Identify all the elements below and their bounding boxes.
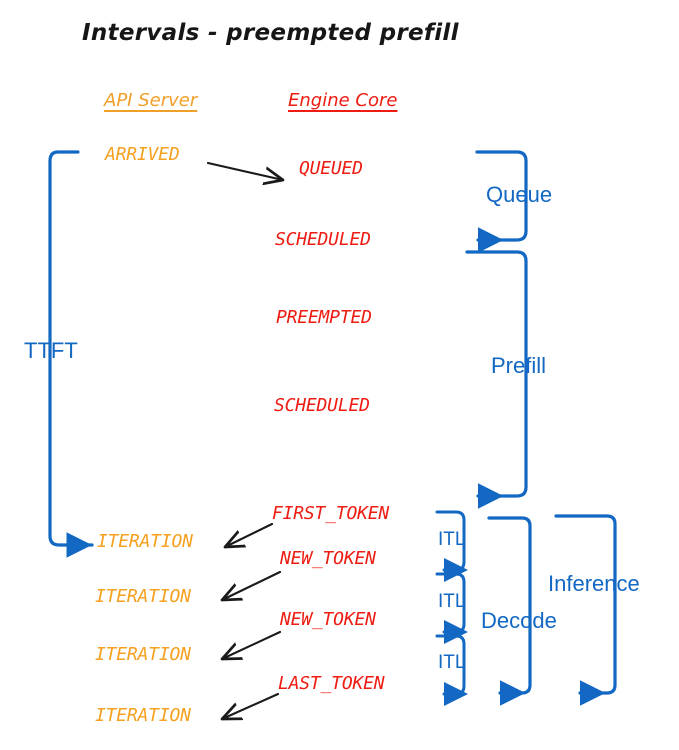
engine-event-scheduled-1: SCHEDULED xyxy=(275,229,371,250)
interval-label-prefill: Prefill xyxy=(491,353,547,378)
arrow-last-token-to-iteration xyxy=(222,692,280,719)
api-event-iteration-1: ITERATION xyxy=(97,531,193,552)
diagram-title: Intervals - preempted prefill xyxy=(82,20,459,46)
column-header-engine-core: Engine Core xyxy=(288,90,398,111)
interval-label-itl-2: ITL xyxy=(438,591,466,612)
engine-event-queued: QUEUED xyxy=(299,158,363,179)
decode-bracket xyxy=(487,516,532,706)
engine-event-preempted: PREEMPTED xyxy=(276,307,372,328)
arrow-new-token-to-iteration-2 xyxy=(222,630,282,659)
interval-label-ttft: TTFT xyxy=(24,338,78,363)
api-event-iteration-4: ITERATION xyxy=(95,705,191,726)
engine-event-last-token: LAST_TOKEN xyxy=(278,673,385,694)
engine-event-scheduled-2: SCHEDULED xyxy=(274,395,370,416)
api-event-iteration-2: ITERATION xyxy=(95,586,191,607)
inference-bracket xyxy=(554,514,617,706)
interval-label-queue: Queue xyxy=(486,182,553,207)
interval-label-inference: Inference xyxy=(548,571,640,596)
arrow-new-token-to-iteration-1 xyxy=(222,570,282,600)
engine-event-new-token-1: NEW_TOKEN xyxy=(280,548,376,569)
arrow-arrived-to-queued xyxy=(206,161,283,180)
interval-label-decode: Decode xyxy=(481,608,557,633)
api-event-arrived: ARRIVED xyxy=(105,144,180,165)
engine-event-new-token-2: NEW_TOKEN xyxy=(280,609,376,630)
arrow-first-token-to-iteration xyxy=(225,522,274,547)
interval-label-itl-1: ITL xyxy=(438,529,466,550)
api-event-iteration-3: ITERATION xyxy=(95,644,191,665)
interval-label-itl-3: ITL xyxy=(438,652,466,673)
column-header-api-server: API Server xyxy=(104,90,198,111)
engine-event-first-token: FIRST_TOKEN xyxy=(272,503,390,524)
